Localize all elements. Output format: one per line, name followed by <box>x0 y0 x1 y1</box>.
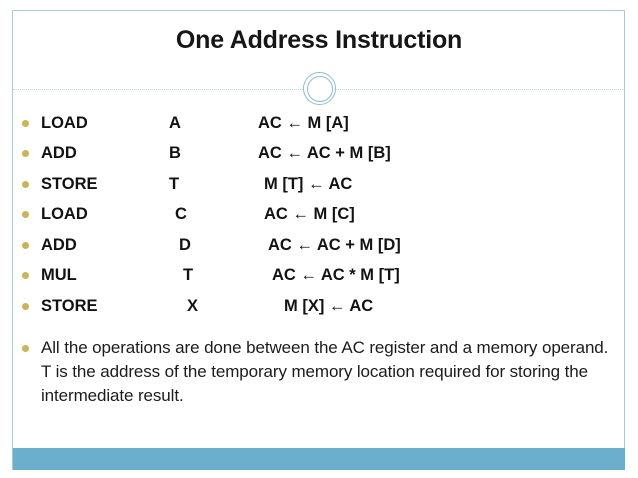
instruction-mnemonic: LOAD <box>41 205 88 224</box>
instruction-operand: T <box>169 174 180 193</box>
instruction-rtl: AC ← AC * M [T] <box>272 266 400 285</box>
instruction-rtl: AC ← M [A] <box>258 113 349 132</box>
bullet-icon <box>22 241 29 249</box>
instruction-rtl: AC ← AC + M [D] <box>268 235 401 254</box>
description-block: All the operations are done between the … <box>22 336 610 408</box>
instruction-rtl: M [T] ← AC <box>264 174 353 193</box>
page-title: One Address Instruction <box>175 26 463 54</box>
instruction-mnemonic: MUL <box>41 266 77 285</box>
instruction-list: LOAD A AC ← M [A] ADD B AC ← AC + M [B] … <box>22 108 612 322</box>
bullet-icon <box>22 119 29 127</box>
instruction-row: ADD D AC ← AC + M [D] <box>22 230 612 261</box>
instruction-mnemonic: LOAD <box>41 113 88 132</box>
circle-ornament-inner-icon <box>306 75 333 102</box>
instruction-operand: X <box>187 296 199 315</box>
bullet-icon <box>22 211 29 219</box>
instruction-mnemonic: STORE <box>41 296 98 315</box>
instruction-row: LOAD C AC ← M [C] <box>22 200 612 231</box>
bullet-icon <box>22 345 29 352</box>
instruction-rtl: AC ← AC + M [B] <box>258 144 391 163</box>
instruction-mnemonic: ADD <box>41 144 77 163</box>
instruction-mnemonic: ADD <box>41 235 77 254</box>
instruction-rtl: AC ← M [C] <box>264 205 355 224</box>
instruction-row: STORE X M [X] ← AC <box>22 291 612 322</box>
instruction-row: STORE T M [T] ← AC <box>22 169 612 200</box>
bullet-icon <box>22 302 29 310</box>
instruction-row: LOAD A AC ← M [A] <box>22 108 612 139</box>
bottom-accent-bar <box>13 448 625 470</box>
instruction-mnemonic: STORE <box>41 174 98 193</box>
instruction-operand: T <box>183 266 194 285</box>
instruction-row: ADD B AC ← AC + M [B] <box>22 139 612 170</box>
instruction-row: MUL T AC ← AC * M [T] <box>22 261 612 292</box>
bullet-icon <box>22 150 29 158</box>
instruction-operand: B <box>169 144 181 163</box>
instruction-operand: A <box>169 113 181 132</box>
description-text: All the operations are done between the … <box>41 338 609 406</box>
instruction-operand: D <box>179 235 191 254</box>
instruction-rtl: M [X] ← AC <box>284 296 374 315</box>
bullet-icon <box>22 272 29 280</box>
bullet-icon <box>22 180 29 188</box>
instruction-operand: C <box>175 205 187 224</box>
